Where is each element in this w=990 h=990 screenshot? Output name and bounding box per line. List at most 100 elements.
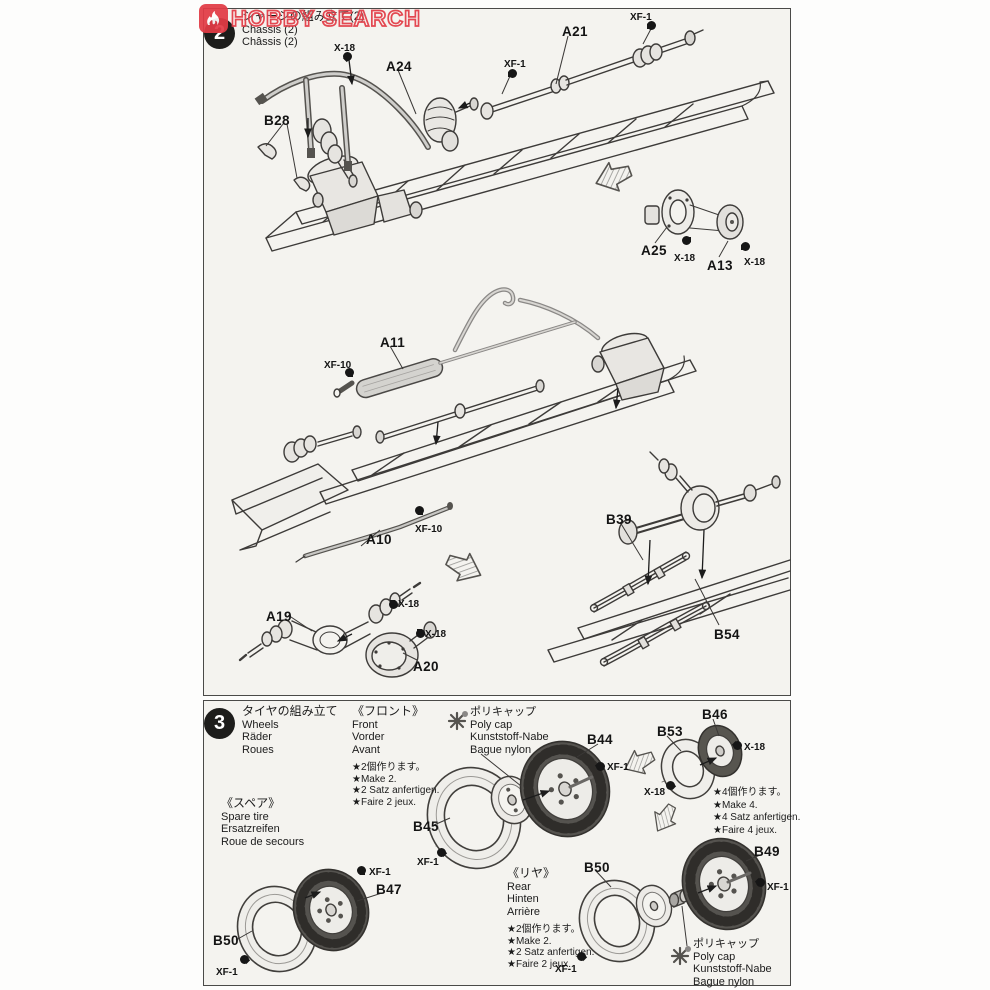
callout-text: X-18	[744, 742, 766, 753]
text-line: Poly cap	[693, 950, 736, 963]
paint-dab-icon	[731, 739, 744, 752]
text-line: Räder	[242, 731, 272, 743]
paint-dab-icon	[508, 69, 517, 78]
text-line: Chassis (2)	[242, 23, 298, 36]
text-line: Front	[352, 718, 378, 731]
paint-dab-icon	[594, 760, 607, 773]
paint-dab-icon	[357, 866, 366, 875]
text-line: Hinten	[507, 893, 539, 905]
paint-dab-icon	[345, 368, 354, 377]
part-label: B45	[413, 818, 439, 836]
part-label: B44	[587, 731, 613, 749]
callout-text: XF-1	[504, 59, 526, 70]
paint-dab-icon	[416, 629, 425, 638]
part-label: A10	[366, 531, 392, 549]
step2-header: シャーシの組み立て(2) Chassis (2)Châssis (2)	[242, 10, 364, 49]
paint-dab-icon	[415, 506, 424, 515]
paint-dab-icon	[575, 950, 588, 963]
part-label: B53	[657, 723, 683, 741]
callout-text: XF-10	[415, 524, 443, 535]
part-label: A20	[413, 658, 439, 676]
paint-callout: XF-1	[754, 876, 789, 895]
paint-dab-icon	[389, 600, 398, 609]
paint-dab-icon	[664, 779, 677, 792]
paint-callout: XF-10	[324, 355, 354, 377]
flame-icon	[199, 4, 228, 33]
paint-dab-icon	[238, 953, 251, 966]
part-label: A19	[266, 608, 292, 626]
callout-text: B44	[587, 732, 613, 747]
callout-text: B46	[702, 707, 728, 722]
spare-section-title: 《スペア》	[221, 796, 281, 810]
text-line: Roues	[242, 743, 274, 756]
callout-text: XF-1	[630, 12, 652, 23]
text-line: ポリキャップ	[693, 938, 759, 950]
step2-title-jp: シャーシの組み立て(2)	[242, 9, 365, 23]
text-line: Wheels	[242, 718, 279, 731]
step2-title-lines: Chassis (2)Châssis (2)	[242, 24, 364, 49]
front-section-title: 《フロント》	[352, 704, 425, 718]
paint-callout: XF-1	[504, 54, 526, 78]
part-label: A11	[380, 334, 405, 352]
text-line: ★Make 2.	[352, 773, 397, 785]
callout-text: A24	[386, 59, 412, 74]
text-line: ★4 Satz anfertigen.	[713, 812, 801, 823]
callout-text: X-18	[334, 43, 356, 54]
callout-text: A10	[366, 532, 392, 547]
callout-text: A25	[641, 243, 667, 258]
callout-text: A13	[707, 258, 733, 273]
text-line: Châssis (2)	[242, 36, 298, 48]
paint-callout: X-18	[644, 779, 677, 800]
text-line: ポリキャップ	[470, 706, 536, 718]
part-label: B50	[213, 932, 239, 950]
part-label: B39	[606, 511, 632, 529]
callout-text: X-18	[425, 629, 447, 640]
paint-callout: X-18	[674, 236, 695, 266]
part-label: B50	[584, 859, 610, 877]
text-line: Avant	[352, 743, 380, 756]
part-label: A21	[562, 23, 588, 41]
callout-text: X-18	[744, 257, 766, 268]
text-line: ★Faire 4 jeux.	[713, 824, 777, 836]
callout-text: B53	[657, 724, 683, 739]
callout-text: B39	[606, 512, 632, 527]
rear-make-note: ★2個作ります。★Make 2.★2 Satz anfertigen.★Fair…	[507, 924, 594, 970]
callout-text: A11	[380, 335, 406, 350]
callout-text: A20	[413, 659, 439, 674]
paint-callout: XF-1	[417, 846, 448, 870]
callout-text: B28	[264, 113, 290, 128]
paint-dab-icon	[741, 242, 750, 251]
part-label: B46	[702, 706, 728, 724]
part-label: A24	[386, 58, 412, 76]
hobby-search-watermark: HOBBY SEARCH	[199, 4, 421, 33]
paint-callout: XF-1	[630, 7, 656, 30]
callout-text: B45	[413, 819, 439, 834]
paint-dab-icon	[754, 876, 767, 889]
paint-callout: XF-1	[216, 953, 251, 980]
callout-text: XF-1	[216, 967, 238, 978]
paint-callout: X-18	[741, 242, 766, 270]
part-label: A13	[707, 257, 733, 275]
text-line: Kunststoff-Nabe	[470, 731, 549, 743]
text-line: ★2 Satz anfertigen.	[507, 947, 595, 958]
paint-dab-icon	[647, 21, 656, 30]
callout-text: X-18	[644, 787, 666, 798]
text-line: ★Faire 2 jeux.	[352, 796, 416, 808]
paint-callout: X-18	[731, 737, 766, 755]
part-label: A25	[641, 242, 667, 260]
make4-note: ★4個作ります。★Make 4.★4 Satz anfertigen.★Fair…	[713, 787, 800, 837]
callout-text: X-18	[398, 599, 420, 610]
paint-callout: X-18	[416, 624, 447, 642]
paint-callout: XF-1	[555, 950, 588, 977]
text-line: Ersatzreifen	[221, 823, 280, 835]
callout-text: XF-10	[324, 360, 352, 371]
part-label: B47	[376, 881, 402, 899]
paint-callout: XF-10	[415, 506, 443, 537]
text-line: Bague nylon	[693, 975, 755, 988]
